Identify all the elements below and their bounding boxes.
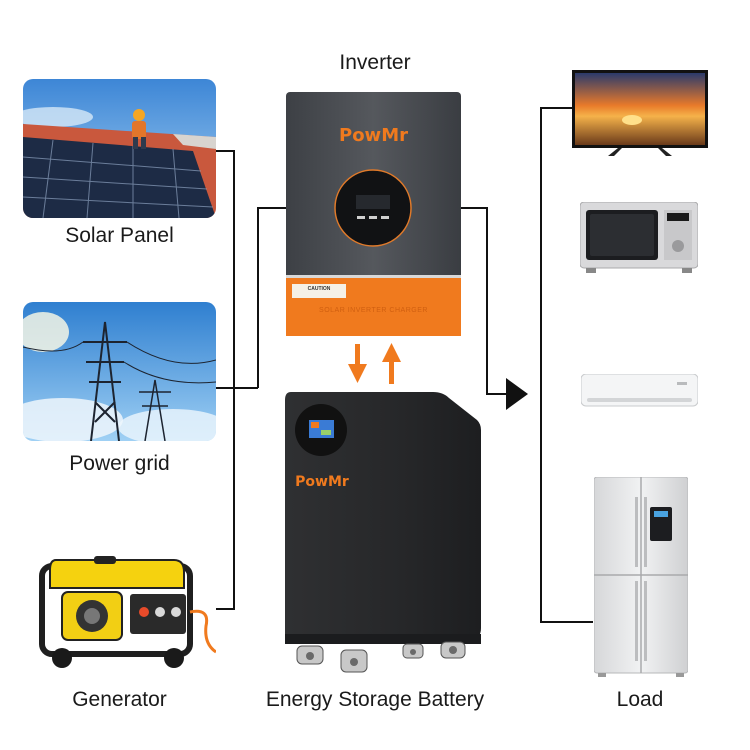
tv-icon bbox=[572, 70, 708, 160]
inverter-band-text: SOLAR INVERTER CHARGER bbox=[319, 307, 428, 314]
refrigerator-icon bbox=[594, 477, 688, 677]
inverter-device: PowMr CAUTION SOLAR INVERTER CHARGER bbox=[286, 92, 461, 336]
air-conditioner-icon bbox=[581, 374, 698, 410]
power-grid-label: Power grid bbox=[69, 452, 170, 475]
up-arrow-icon bbox=[382, 343, 401, 384]
caution-sticker: CAUTION bbox=[307, 286, 331, 292]
solar-panel-photo bbox=[23, 79, 216, 218]
generator-image bbox=[34, 552, 216, 672]
power-grid-photo bbox=[23, 302, 216, 441]
battery-brand: PowMr bbox=[295, 474, 349, 490]
inverter-brand: PowMr bbox=[339, 125, 408, 146]
to-load-arrow-icon bbox=[506, 378, 528, 410]
microwave-icon bbox=[580, 202, 698, 274]
load-label: Load bbox=[616, 688, 664, 711]
battery-device: PowMr bbox=[283, 390, 483, 682]
battery-label: Energy Storage Battery bbox=[265, 688, 485, 711]
solar-panel-label: Solar Panel bbox=[65, 224, 174, 247]
down-arrow-icon bbox=[348, 344, 367, 383]
generator-label: Generator bbox=[72, 688, 167, 711]
inverter-label: Inverter bbox=[339, 51, 411, 74]
